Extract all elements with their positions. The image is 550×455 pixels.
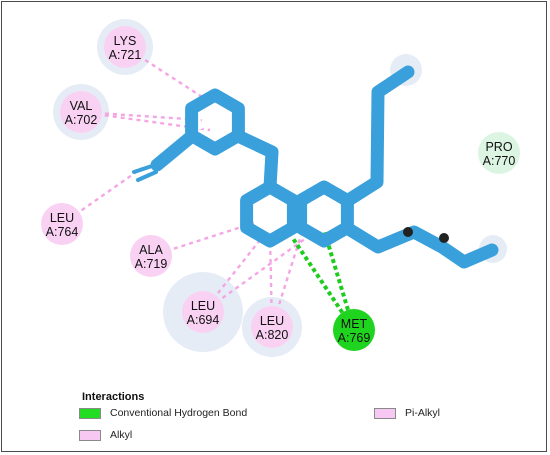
residue-circle-met769 xyxy=(333,309,375,351)
legend-title: Interactions xyxy=(82,391,145,403)
top-chain-bond xyxy=(340,65,415,208)
residue-circle-pro770 xyxy=(478,132,520,174)
residue-position-ala719: A:719 xyxy=(135,257,168,271)
legend-label-alkyl: Alkyl xyxy=(110,429,133,441)
residue-position-leu694: A:694 xyxy=(187,313,220,327)
aromatic-ring-marker-1 xyxy=(198,105,232,139)
residue-circle-val702 xyxy=(60,91,102,133)
legend-swatch-hydrogen-bond xyxy=(79,407,101,419)
residue-name-ala719: ALA xyxy=(139,243,163,257)
interaction-line-met769 xyxy=(290,235,356,332)
legend-swatch-pi-alkyl xyxy=(374,407,396,419)
methylene-bond xyxy=(231,129,279,194)
stereo-mark-1 xyxy=(403,227,413,237)
residue-position-lys721: A:721 xyxy=(109,48,142,62)
interaction-line-val702 xyxy=(80,110,211,132)
interaction-line-leu694 xyxy=(202,227,321,313)
nitrile-end-a xyxy=(132,164,154,174)
stereo-mark-2 xyxy=(439,233,449,243)
ligand-molecule xyxy=(132,65,499,269)
legend-item-pi-alkyl: Pi-Alkyl xyxy=(374,407,440,419)
legend-label-pi-alkyl: Pi-Alkyl xyxy=(405,407,441,419)
residue-circle-leu764 xyxy=(41,203,83,245)
legend-swatch-alkyl xyxy=(79,429,101,441)
residue-position-leu820: A:820 xyxy=(256,328,289,342)
residue-nodes: LYSA:721VALA:702LEUA:764ALAA:719LEUA:694… xyxy=(41,26,520,351)
ring-benzyl-bond xyxy=(185,88,245,156)
residue-name-lys721: LYS xyxy=(114,34,137,48)
residue-name-leu694: LEU xyxy=(191,299,215,313)
residue-circle-ala719 xyxy=(130,235,172,277)
residue-name-pro770: PRO xyxy=(485,140,512,154)
right-chain-bond xyxy=(340,221,499,269)
residue-name-val702: VAL xyxy=(70,99,93,113)
nitrile-end-b xyxy=(136,170,158,182)
residue-position-val702: A:702 xyxy=(65,113,98,127)
residue-name-leu820: LEU xyxy=(260,314,284,328)
residue-name-met769: MET xyxy=(341,317,368,331)
legend-item-hydrogen-bond: Conventional Hydrogen Bond xyxy=(79,407,247,419)
legend-label-hydrogen-bond: Conventional Hydrogen Bond xyxy=(110,407,248,419)
residue-position-met769: A:769 xyxy=(338,331,371,345)
nitrile-bond xyxy=(150,129,199,172)
residue-position-leu764: A:764 xyxy=(46,225,79,239)
residue-name-leu764: LEU xyxy=(50,211,74,225)
residue-circle-leu694 xyxy=(182,291,224,333)
legend-item-alkyl: Alkyl xyxy=(79,429,132,441)
residue-position-pro770: A:770 xyxy=(483,154,516,168)
aromatic-ring-marker-3 xyxy=(307,197,341,231)
residue-circle-lys721 xyxy=(104,26,146,68)
ring-left-bond xyxy=(240,180,300,248)
aromatic-ring-marker-2 xyxy=(253,197,287,231)
residue-circle-leu820 xyxy=(251,306,293,348)
interaction-line-leu820 xyxy=(268,235,274,328)
